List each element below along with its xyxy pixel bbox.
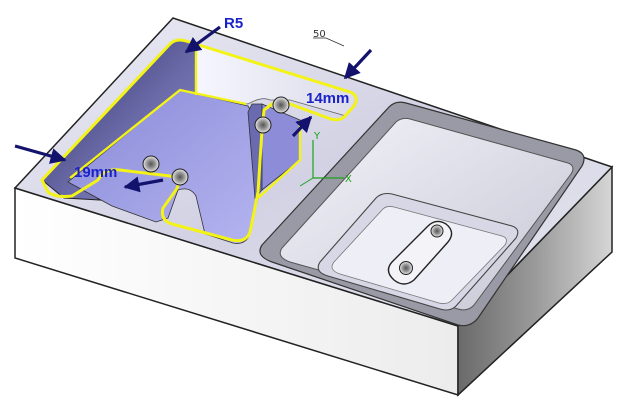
hole-upper-2	[254, 116, 272, 134]
scale-hint-label: 50	[313, 29, 326, 40]
highlighted-pocket-edge	[40, 38, 358, 243]
triad-x-label: X	[345, 174, 352, 185]
width-label-14mm: 14mm	[306, 90, 349, 107]
coordinate-triad: Y X	[299, 131, 352, 187]
depth-arrow-right	[123, 176, 164, 193]
triad-y-label: Y	[313, 131, 321, 142]
slot-hole-top	[430, 224, 444, 238]
slot-hole-bottom	[399, 261, 413, 275]
width-arrow-bottom	[291, 115, 313, 138]
scale-hint: 50	[313, 29, 345, 47]
radius-arrow	[184, 25, 221, 54]
hole-upper-1	[272, 96, 290, 114]
hole-lower-1	[142, 155, 160, 173]
radius-label: R5	[224, 15, 243, 32]
width-arrow-top	[343, 48, 373, 80]
depth-arrow-left	[14, 144, 67, 164]
hole-lower-2	[171, 168, 189, 186]
width-label-19mm: 19mm	[74, 164, 117, 181]
